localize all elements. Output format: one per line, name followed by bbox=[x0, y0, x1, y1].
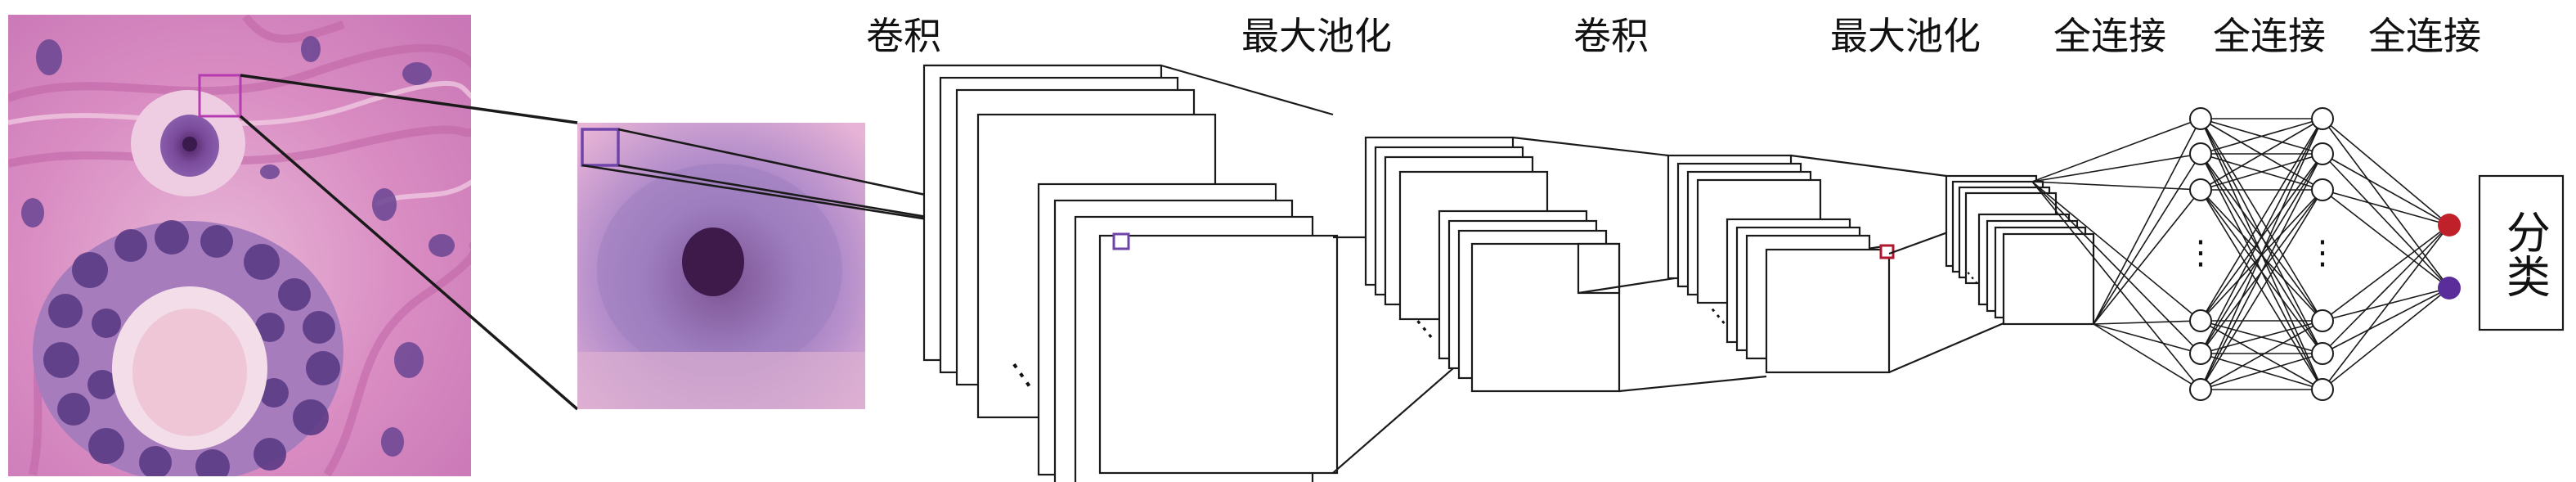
output-node-bottom bbox=[2438, 277, 2461, 300]
fc-network: ⋮ ⋮ bbox=[2031, 107, 2450, 401]
fc1-node bbox=[2189, 378, 2212, 401]
label-fc3: 全连接 bbox=[2368, 14, 2481, 58]
fc2-node bbox=[2311, 142, 2334, 165]
label-conv2: 卷积 bbox=[1573, 14, 1649, 58]
label-fc2: 全连接 bbox=[2213, 14, 2326, 58]
fc1-node bbox=[2189, 142, 2212, 165]
fc2-ellipsis: ⋮ bbox=[2306, 234, 2339, 272]
kernel-window-highlight bbox=[581, 128, 620, 167]
label-pool1: 最大池化 bbox=[1241, 14, 1392, 58]
fc2-node bbox=[2311, 378, 2334, 401]
fc2-node bbox=[2311, 342, 2334, 365]
histology-image bbox=[8, 15, 471, 476]
fc2-node bbox=[2311, 309, 2334, 332]
conv2-feature-maps: ⋮ bbox=[1667, 154, 2004, 374]
fc1-node bbox=[2189, 309, 2212, 332]
tissue-patch-highlight bbox=[198, 74, 242, 118]
fc2-node bbox=[2311, 107, 2334, 130]
conv1-kernel-marker bbox=[1112, 232, 1130, 250]
conv2-kernel-marker bbox=[1879, 244, 1895, 259]
fc1-node bbox=[2189, 342, 2212, 365]
pool1-window-marker bbox=[1577, 242, 1621, 295]
label-fc1: 全连接 bbox=[2053, 14, 2166, 58]
zoomed-patch bbox=[577, 123, 865, 409]
fc1-node bbox=[2189, 178, 2212, 201]
cell-cluster bbox=[33, 220, 343, 476]
output-node-top bbox=[2438, 214, 2461, 236]
fc2-node bbox=[2311, 178, 2334, 201]
conv1-feature-maps: ⋮ bbox=[922, 64, 1571, 482]
classify-box: 分类 bbox=[2478, 174, 2565, 331]
label-pool2: 最大池化 bbox=[1830, 14, 1981, 58]
label-conv1: 卷积 bbox=[866, 14, 941, 58]
zoom-connector bbox=[239, 74, 579, 411]
fc1-ellipsis: ⋮ bbox=[2184, 234, 2217, 272]
pool2-feature-maps: ⋮ bbox=[1945, 174, 2095, 326]
classify-label: 分类 bbox=[2498, 209, 2550, 298]
fc1-node bbox=[2189, 107, 2212, 130]
